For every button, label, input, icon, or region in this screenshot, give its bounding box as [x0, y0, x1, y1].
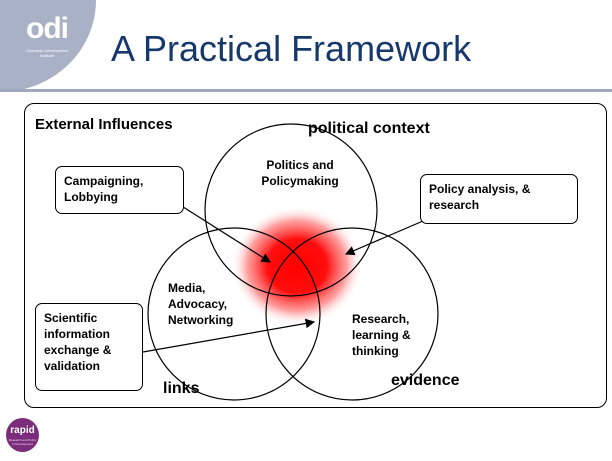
diagram-frame: [24, 103, 607, 408]
media-circle: [147, 227, 321, 401]
odi-logo: odi Overseas Development Institute: [18, 12, 76, 64]
politics-circle-label: Politics and Policymaking: [261, 158, 339, 188]
rapid-logo: rapid Research and Policy in Development: [6, 418, 39, 452]
evidence-label: evidence: [391, 372, 460, 389]
odi-logo-word: odi: [26, 12, 69, 45]
scientific-arrow: [142, 318, 316, 353]
politics-circle: [204, 123, 378, 297]
scientific-exchange-box: Scientific information exchange & valida…: [35, 303, 143, 391]
media-circle-label: Media, Advocacy, Networking: [168, 281, 234, 327]
rapid-logo-word: rapid: [10, 425, 35, 436]
campaigning-arrow: [179, 204, 272, 263]
external-influences-label: External Influences: [35, 116, 173, 133]
research-circle: [265, 227, 439, 401]
political-context-label: political context: [308, 120, 430, 137]
rapid-logo-subtitle: Research and Policy in Development: [8, 438, 37, 446]
campaigning-box: Campaigning, Lobbying: [55, 166, 184, 214]
policy-analysis-box: Policy analysis, & research: [420, 174, 578, 224]
odi-logo-subtitle: Overseas Development Institute: [26, 48, 68, 58]
policy-arrow: [344, 217, 431, 256]
header-divider: [0, 89, 612, 92]
slide-title: A Practical Framework: [111, 28, 472, 69]
overlap-highlight: [231, 206, 363, 326]
links-label: links: [163, 380, 200, 397]
research-circle-label: Research, learning & thinking: [352, 312, 411, 358]
